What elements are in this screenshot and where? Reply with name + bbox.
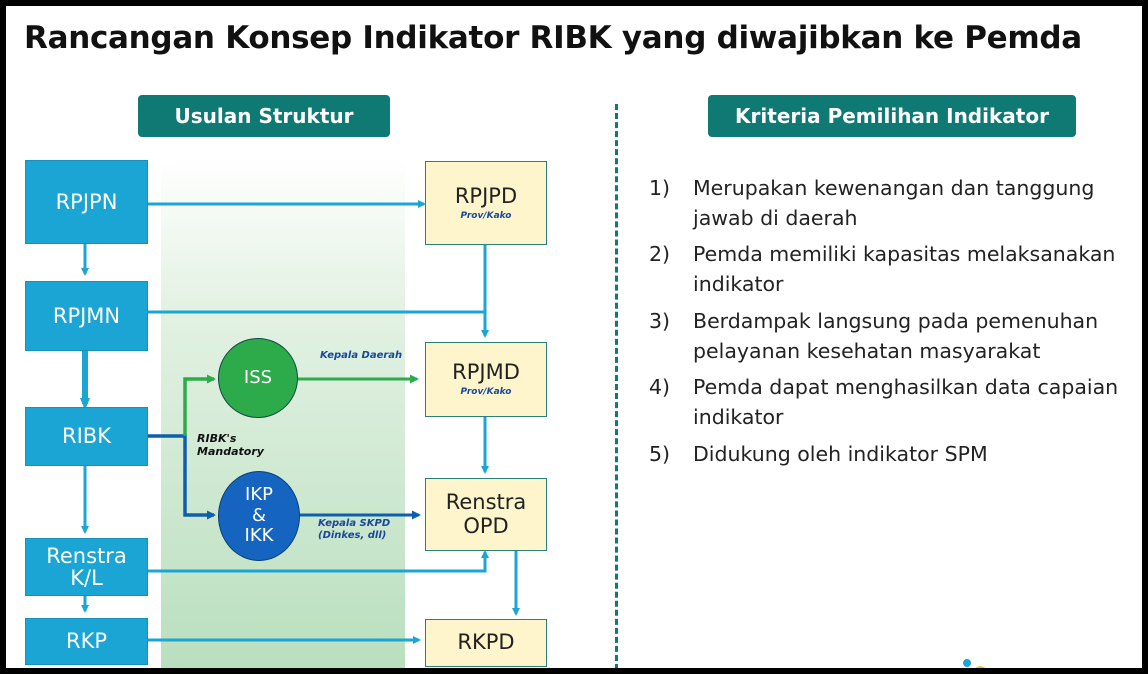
kriteria-header: Kriteria Pemilihan Indikator (708, 95, 1076, 137)
circle-ikp-line2: & (251, 504, 267, 526)
box-rpjmd-sub: Prov/Kako (460, 387, 512, 398)
criteria-number: 2) (649, 242, 671, 267)
label-kepala-daerah: Kepala Daerah (320, 350, 403, 361)
box-rkpd: RKPD (425, 619, 547, 667)
box-rpjpn: RPJPN (25, 160, 148, 244)
box-rpjmd-label: RPJMD (452, 360, 520, 384)
label-ribk-mandatory: RIBK's Mandatory (197, 432, 264, 458)
criteria-item: 2) Pemda memiliki kapasitas melaksanakan … (649, 240, 1135, 299)
box-ribk: RIBK (25, 407, 148, 466)
arrow-renstrakl-renstraopd (146, 550, 489, 573)
box-renstra-opd: Renstra OPD (425, 478, 547, 551)
label-kepala-skpd-line1: Kepala SKPD (318, 518, 391, 529)
criteria-text: Merupakan kewenangan dan tanggung jawab … (693, 176, 1095, 230)
dashed-divider (615, 104, 618, 668)
box-rpjpd: RPJPD Prov/Kako (425, 161, 547, 245)
mandatory-zone-band (161, 159, 405, 668)
box-rkpd-label: RKPD (457, 630, 515, 655)
box-rkp: RKP (25, 618, 148, 665)
box-renstra-kl-line2: K/L (70, 566, 103, 590)
criteria-text: Pemda dapat menghasilkan data capaian in… (693, 375, 1119, 430)
slide: Rancangan Konsep Indikator RIBK yang diw… (6, 6, 1142, 668)
criteria-text: Pemda memiliki kapasitas melaksanakan in… (693, 242, 1116, 297)
circle-iss-label: ISS (243, 366, 273, 388)
circle-ikp-line3: IKK (244, 525, 274, 547)
connector-arrows (80, 200, 520, 644)
kemenkes-logo-icon (963, 659, 986, 668)
label-kepala-skpd-line2: (Dinkes, dll) (318, 529, 387, 541)
box-rpjmd: RPJMD Prov/Kako (425, 342, 547, 417)
criteria-number: 3) (649, 308, 671, 333)
criteria-number: 1) (649, 176, 671, 200)
box-renstra-kl: Renstra K/L (25, 538, 148, 596)
slide-title: Rancangan Konsep Indikator RIBK yang diw… (24, 20, 1082, 56)
usulan-struktur-header: Usulan Struktur (138, 95, 390, 137)
box-rpjpn-label: RPJPN (55, 189, 118, 214)
criteria-number: 4) (649, 375, 671, 400)
box-renstra-opd-line1: Renstra (445, 490, 527, 515)
label-mandatory-line1: RIBK's (197, 432, 237, 445)
criteria-item: 5) Didukung oleh indikator SPM (649, 440, 1135, 470)
box-rpjmn: RPJMN (25, 281, 148, 351)
box-rkp-label: RKP (65, 629, 108, 654)
label-kepala-skpd: Kepala SKPD (Dinkes, dll) (318, 518, 390, 541)
criteria-text: Berdampak langsung pada pemenuhan pelaya… (693, 308, 1099, 363)
criteria-item: 1) Merupakan kewenangan dan tanggung jawa… (649, 174, 1135, 233)
box-rpjpd-sub: Prov/Kako (460, 210, 512, 221)
circle-ikp-line1: IKP (245, 483, 273, 505)
arrow-mandatory-iss (183, 374, 216, 436)
criteria-number: 5) (649, 441, 671, 466)
box-rpjpd-label: RPJPD (454, 183, 518, 208)
box-renstra-opd-line2: OPD (463, 513, 509, 538)
criteria-item: 3) Berdampak langsung pada pemenuhan pela… (649, 307, 1135, 366)
box-renstra-kl-line1: Renstra (46, 543, 127, 568)
circle-ikp-ikk: IKP & IKK (218, 471, 300, 561)
box-rpjmn-label: RPJMN (52, 303, 121, 328)
box-ribk-label: RIBK (62, 424, 111, 449)
criteria-list: 1) Merupakan kewenangan dan tanggung jawa… (649, 174, 1135, 476)
criteria-text: Didukung oleh indikator SPM (693, 441, 988, 466)
criteria-item: 4) Pemda dapat menghasilkan data capaian … (649, 373, 1135, 432)
label-mandatory-line2: Mandatory (197, 445, 264, 459)
circle-iss: ISS (218, 338, 298, 418)
arrow-ribk-mandatory (146, 434, 216, 520)
